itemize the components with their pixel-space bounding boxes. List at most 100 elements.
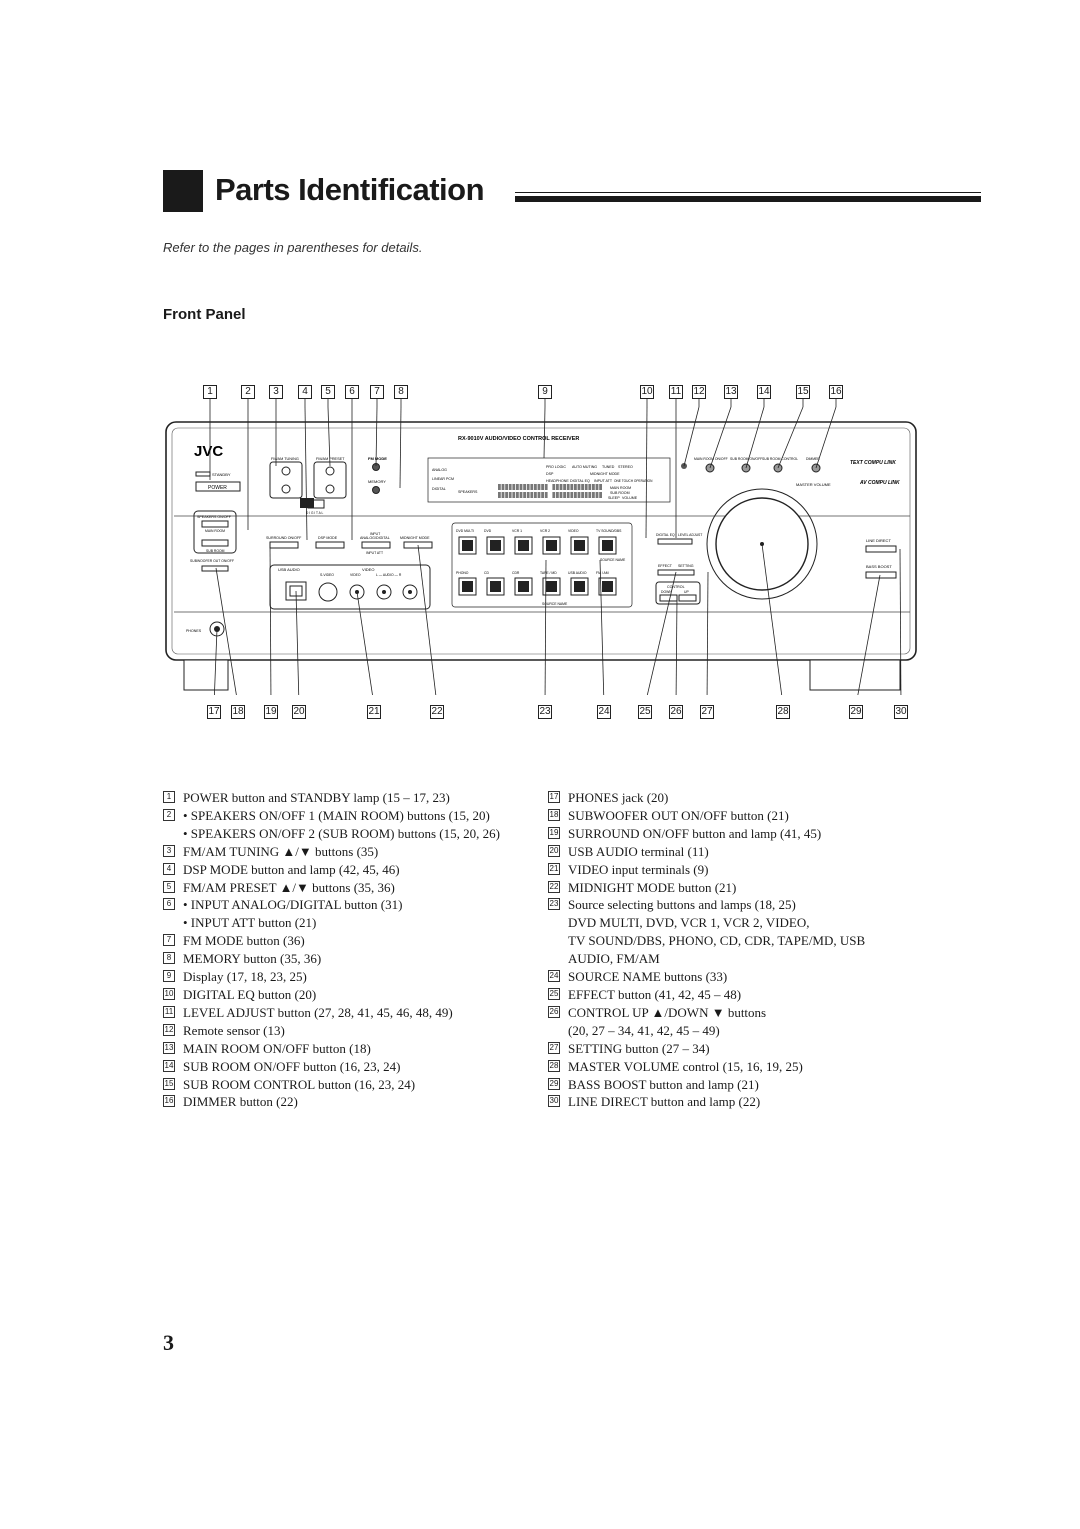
legend-text: Remote sensor (13) [183, 1022, 285, 1038]
memory-button [372, 486, 380, 494]
legend-number-badge: 22 [548, 880, 560, 893]
display-segment [563, 492, 566, 498]
display-segment [577, 492, 581, 498]
source-name-label-top: SOURCE NAME [600, 558, 626, 562]
preset-down-button [325, 484, 335, 494]
legend-text: DSP MODE button and lamp (42, 45, 46) [183, 861, 400, 877]
source-name-label-bottom: SOURCE NAME [542, 602, 568, 606]
display-segment [508, 492, 512, 498]
legend-number-badge: 27 [548, 1041, 560, 1054]
callout-14: 14 [757, 385, 771, 399]
legend-number-badge: 13 [163, 1041, 175, 1054]
legend-item-continued: AUDIO, FM/AM [548, 950, 865, 968]
callout-7: 7 [370, 385, 384, 399]
legend-text: SUB ROOM CONTROL button (16, 23, 24) [183, 1076, 416, 1092]
display-dsp: DSP [546, 472, 554, 476]
callout-11: 11 [669, 385, 683, 399]
legend-number-badge: 25 [548, 987, 560, 1000]
display-segment-matrix [498, 484, 602, 498]
leader-bottom-25 [646, 571, 677, 695]
bass-boost-label: BASS BOOST [866, 564, 892, 569]
display-segment [530, 484, 534, 490]
legend-text: SUBWOOFER OUT ON/OFF button (21) [568, 807, 789, 823]
callout-10: 10 [640, 385, 654, 399]
callout-26: 26 [669, 705, 683, 719]
callout-15: 15 [796, 385, 810, 399]
source-label-phono: PHONO [456, 571, 469, 575]
legend-item-continued: TV SOUND/DBS, PHONO, CD, CDR, TAPE/MD, U… [548, 932, 865, 950]
legend-item-continued: (20, 27 – 34, 41, 42, 45 – 49) [548, 1022, 865, 1040]
source-button-face-tape-md [546, 581, 557, 592]
legend-text: FM/AM PRESET ▲/▼ buttons (35, 36) [183, 879, 395, 895]
brand-logo: JVC [194, 443, 223, 460]
title-rule [515, 196, 981, 202]
bass-boost-button [865, 571, 897, 579]
legend-item-continued: DVD MULTI, DVD, VCR 1, VCR 2, VIDEO, [548, 914, 865, 932]
display-segment [566, 492, 570, 498]
display-digital: DIGITAL [432, 487, 446, 491]
legend-number-badge: 20 [548, 844, 560, 857]
leader-top-9 [543, 406, 546, 459]
dolby-logo [307, 499, 325, 509]
source-label-dvd: DVD [484, 529, 492, 533]
control-group [655, 581, 701, 605]
display-analog: ANALOG [432, 468, 447, 472]
callout-1: 1 [203, 385, 217, 399]
sub-room-on-off-label: SUB ROOM ON/OFF [730, 457, 762, 461]
source-label-video: VIDEO [568, 529, 579, 533]
display-pro-logic: PRO LOGIC [546, 465, 566, 469]
page-title: Parts Identification [215, 172, 485, 207]
callout-23: 23 [538, 705, 552, 719]
audio-left-jack [376, 584, 392, 600]
dsp-mode-label: DSP MODE [318, 536, 338, 540]
source-button-face-vcr-2 [546, 540, 557, 551]
video-group-label: VIDEO [362, 567, 374, 572]
display-segment [559, 484, 563, 490]
display-segment [526, 484, 530, 490]
display-input-att: INPUT ATT [594, 479, 613, 483]
source-label-vcr-2: VCR 2 [540, 529, 550, 533]
display-segment [505, 484, 508, 490]
legend-text: SURROUND ON/OFF button and lamp (41, 45) [568, 825, 822, 841]
display-speakers: SPEAKERS [458, 490, 478, 494]
legend-text: (20, 27 – 34, 41, 42, 45 – 49) [568, 1022, 720, 1038]
leader-bottom-21 [356, 591, 373, 695]
display-segment [537, 484, 541, 490]
legend-number-badge: 19 [548, 826, 560, 839]
display-segment [584, 484, 588, 490]
source-label-tv-sound-dbs: TV SOUND/DBS [596, 529, 622, 533]
source-label-tape-md: TAPE / MD [540, 571, 557, 575]
leader-bottom-23 [544, 559, 547, 695]
callout-8: 8 [394, 385, 408, 399]
display-segment [519, 492, 523, 498]
subwoofer-out-button [201, 565, 229, 572]
text-compu-link-logo: TEXT COMPU LINK [850, 460, 896, 466]
digital-eq-label: DIGITAL EQ [656, 533, 675, 537]
legend-item: 19 SURROUND ON/OFF button and lamp (41, 4… [548, 825, 865, 843]
control-label: CONTROL [667, 585, 685, 589]
leader-top-13 [709, 406, 732, 469]
power-button [195, 481, 241, 492]
callout-19: 19 [264, 705, 278, 719]
callout-28: 28 [776, 705, 790, 719]
leader-top-12 [683, 406, 700, 467]
legend-text: USB AUDIO terminal (11) [568, 843, 709, 859]
legend-text: SOURCE NAME buttons (33) [568, 969, 728, 985]
callout-29: 29 [849, 705, 863, 719]
audio-left-jack-pin [382, 590, 386, 594]
display-segment [498, 492, 501, 498]
legend-number-badge: 28 [548, 1059, 560, 1072]
legend-number-badge: 21 [548, 862, 560, 875]
display-segment [516, 492, 519, 498]
